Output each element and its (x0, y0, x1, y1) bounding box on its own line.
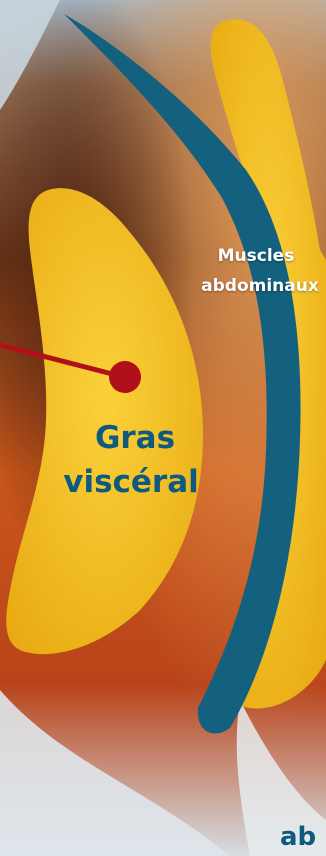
corner-label-fragment: ab (280, 822, 326, 852)
muscles-label-line1: Muscles (186, 246, 326, 266)
muscles-label-line2: abdominaux (180, 276, 326, 296)
visceral-fat-label-line2: viscéral (56, 464, 206, 500)
visceral-fat-label-line1: Gras (60, 420, 210, 456)
pointer-dot (109, 361, 141, 393)
